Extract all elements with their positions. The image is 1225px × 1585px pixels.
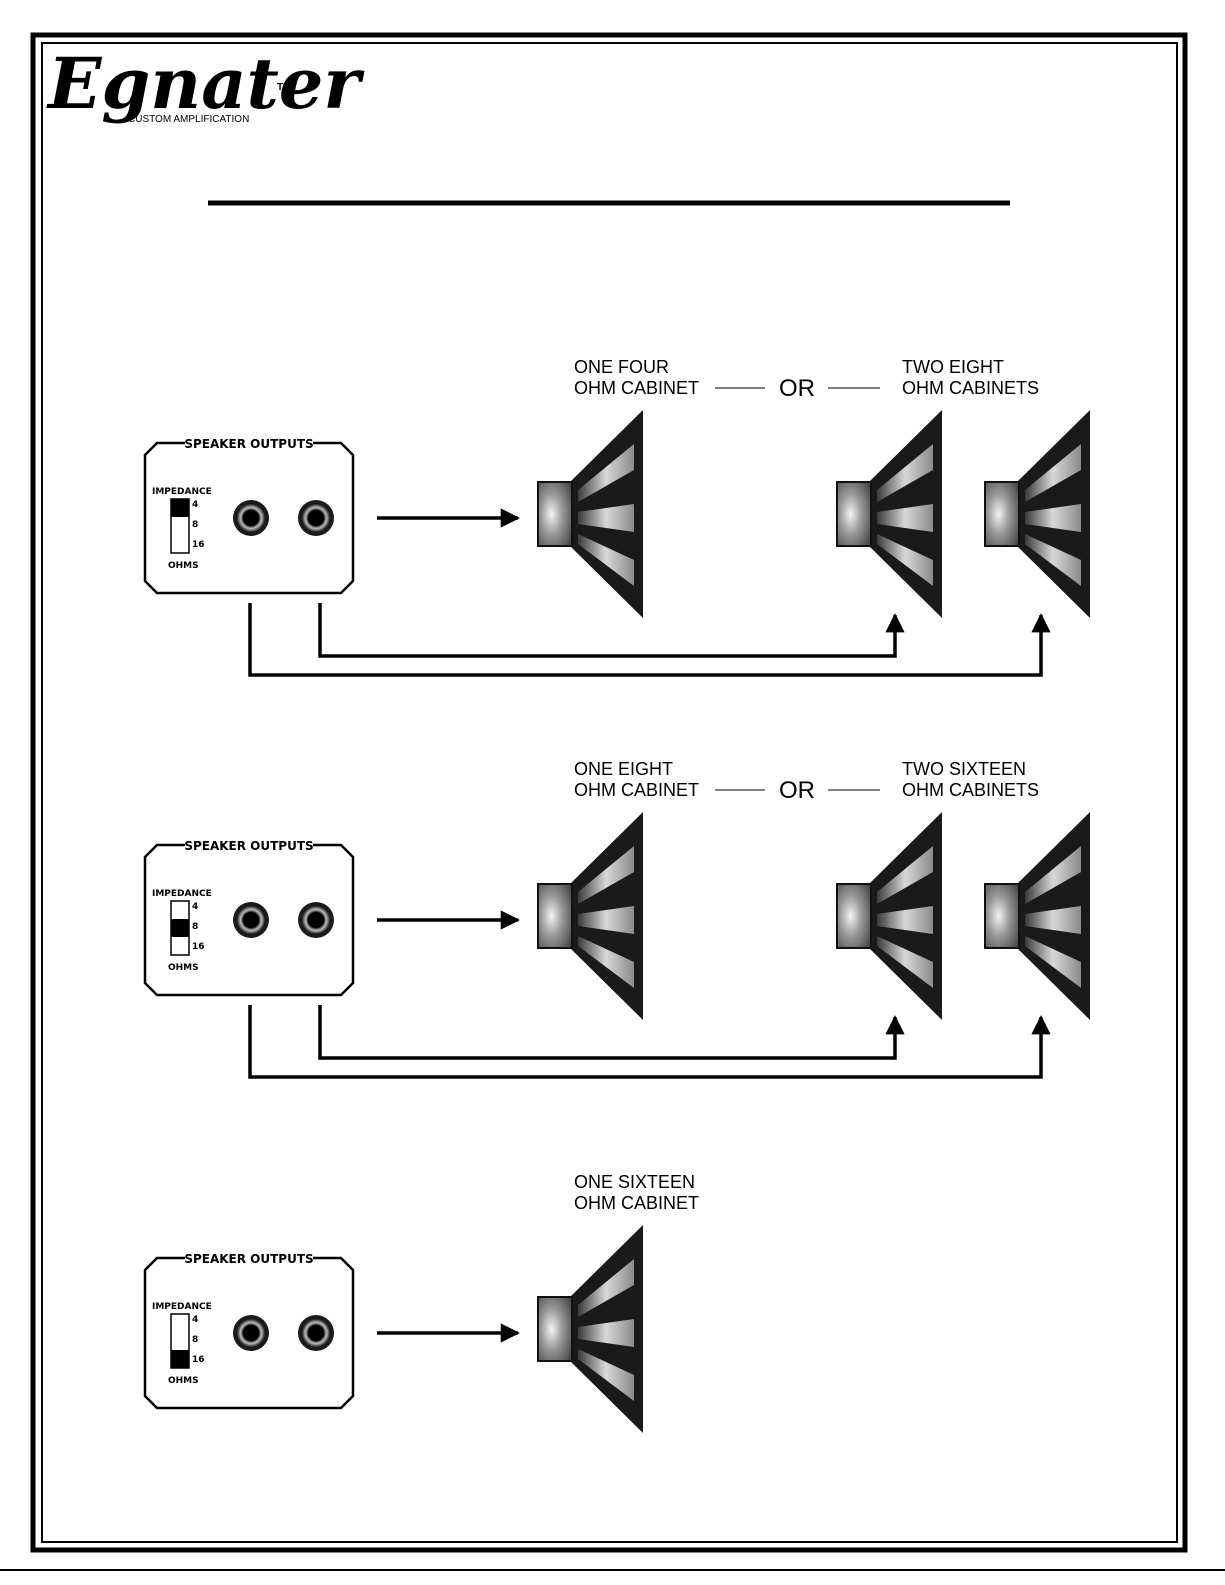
speaker-cabinet-icon	[538, 1225, 643, 1433]
ohm-value-label: 16	[192, 1355, 205, 1365]
jack-hole	[308, 510, 324, 526]
speaker-cabinet-icon	[837, 410, 942, 618]
cable-to-cabinet-2	[250, 1005, 1041, 1077]
speaker-magnet	[985, 884, 1019, 948]
impedance-label: IMPEDANCE	[152, 1302, 212, 1312]
speaker-cabinet-icon	[837, 812, 942, 1020]
speaker-cabinet-icon	[985, 812, 1090, 1020]
ohm-value-label: 4	[192, 500, 198, 510]
cabinet-label-line2: OHM CABINETS	[902, 780, 1039, 800]
speaker-magnet	[837, 482, 871, 546]
ohm-value-label: 16	[192, 942, 205, 952]
ohm-value-label: 8	[192, 1335, 198, 1345]
output-jack-icon	[233, 902, 269, 938]
output-jack-icon	[298, 500, 334, 536]
cabinet-label-line2: OHM CABINET	[574, 1193, 699, 1213]
speaker-magnet	[985, 482, 1019, 546]
cabinet-label-line2: OHM CABINET	[574, 780, 699, 800]
cabinet-label-line2: OHM CABINET	[574, 378, 699, 398]
ohm-value-label: 8	[192, 520, 198, 530]
speaker-magnet	[538, 1297, 572, 1361]
cabinet-label-line1: TWO SIXTEEN	[902, 759, 1026, 779]
brand-subtitle: CUSTOM AMPLIFICATION	[128, 114, 249, 125]
speaker-magnet	[538, 884, 572, 948]
panel-title: SPEAKER OUTPUTS	[184, 1252, 313, 1266]
brand-logo: Egnater TM CUSTOM AMPLIFICATION	[46, 42, 365, 125]
impedance-label: IMPEDANCE	[152, 889, 212, 899]
brand-name: Egnater	[46, 42, 365, 125]
output-jack-icon	[233, 500, 269, 536]
cable-to-cabinet-1	[320, 1005, 895, 1058]
panel-title: SPEAKER OUTPUTS	[184, 437, 313, 451]
cabinet-label-line1: ONE EIGHT	[574, 759, 673, 779]
cabinet-label-line2: OHM CABINETS	[902, 378, 1039, 398]
output-jack-icon	[233, 1315, 269, 1351]
ohms-label: OHMS	[168, 963, 199, 973]
jack-hole	[308, 1325, 324, 1341]
ohms-label: OHMS	[168, 1376, 199, 1386]
switch-selected-position	[171, 1350, 189, 1368]
jack-hole	[243, 1325, 259, 1341]
trademark-mark: TM	[277, 82, 291, 93]
switch-selected-position	[171, 499, 189, 517]
or-label: OR	[779, 777, 815, 804]
speaker-cabinet-icon	[538, 812, 643, 1020]
cabinet-label-line1: ONE SIXTEEN	[574, 1172, 695, 1192]
impedance-selector-switch: 4 8 16	[171, 1314, 205, 1368]
cabinet-label-line1: ONE FOUR	[574, 357, 669, 377]
config-section-3: SPEAKER OUTPUTS IMPEDANCE 4 8 16OHMS ONE SIXT…	[145, 1172, 699, 1433]
option-a-label: ONE SIXTEENOHM CABINET	[574, 1172, 699, 1213]
impedance-label: IMPEDANCE	[152, 487, 212, 497]
output-jack-icon	[298, 902, 334, 938]
ohms-label: OHMS	[168, 561, 199, 571]
speaker-cabinet-icon	[985, 410, 1090, 618]
speaker-magnet	[837, 884, 871, 948]
jack-hole	[243, 510, 259, 526]
cable-to-cabinet-2	[250, 603, 1041, 675]
or-label: OR	[779, 375, 815, 402]
speaker-cabinet-icon	[538, 410, 643, 618]
ohm-value-label: 4	[192, 1315, 198, 1325]
impedance-selector-switch: 4 8 16	[171, 499, 205, 553]
jack-hole	[308, 912, 324, 928]
speaker-outputs-panel: SPEAKER OUTPUTS IMPEDANCE 4 8 16OHMS	[145, 1252, 353, 1408]
speaker-magnet	[538, 482, 572, 546]
ohm-value-label: 16	[192, 540, 205, 550]
switch-selected-position	[171, 919, 189, 937]
jack-hole	[243, 912, 259, 928]
impedance-selector-switch: 4 8 16	[171, 901, 205, 955]
output-jack-icon	[298, 1315, 334, 1351]
cable-to-cabinet-1	[320, 603, 895, 656]
ohm-value-label: 8	[192, 922, 198, 932]
panel-title: SPEAKER OUTPUTS	[184, 839, 313, 853]
cabinet-label-line1: TWO EIGHT	[902, 357, 1004, 377]
ohm-value-label: 4	[192, 902, 198, 912]
